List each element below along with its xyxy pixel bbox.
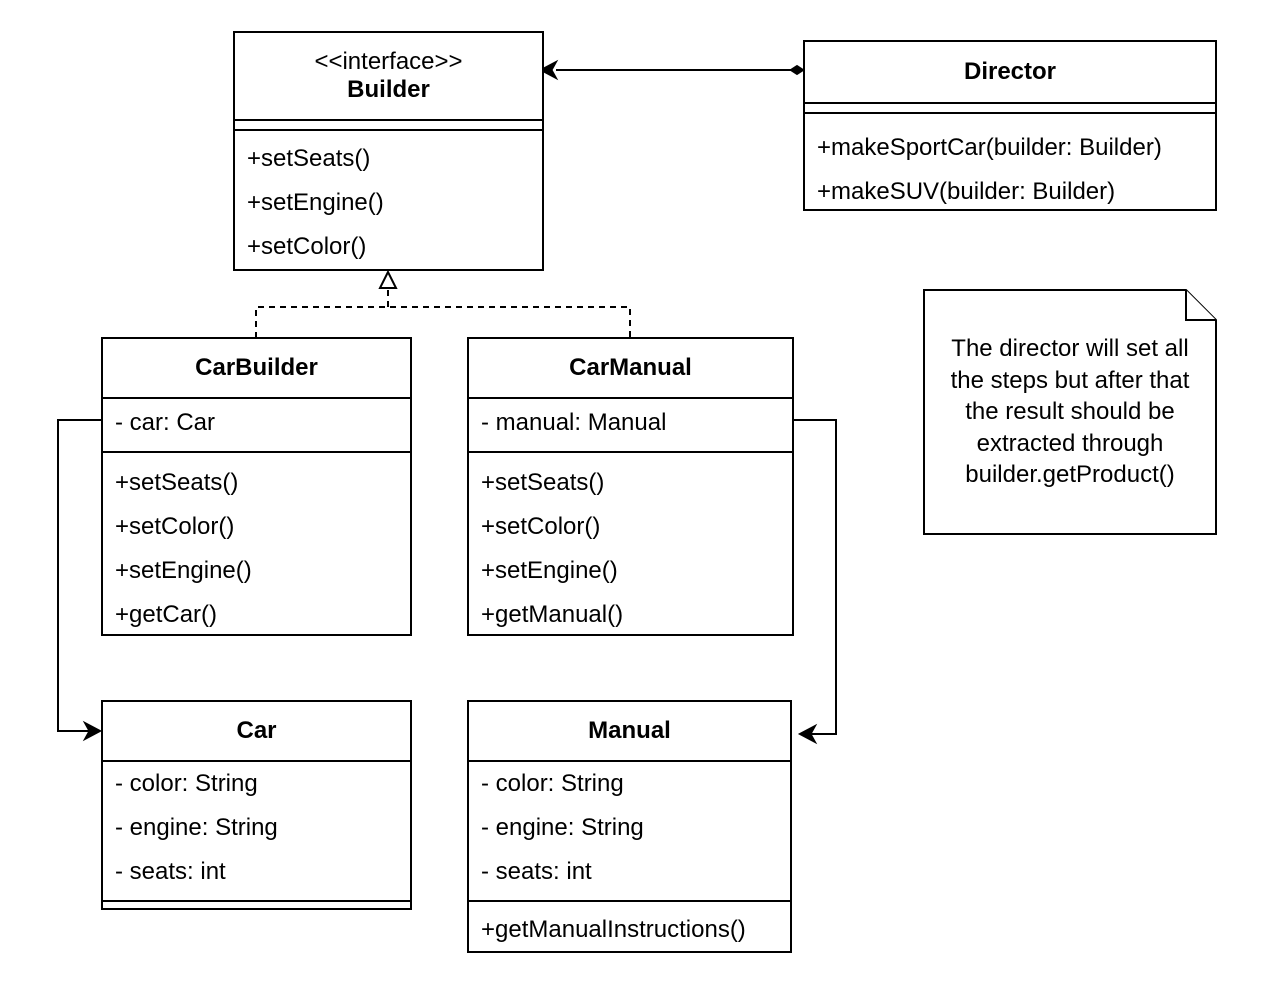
- carmanual-method: +getManual(): [481, 601, 624, 628]
- carbuilder-class-box: CarBuilder - car: Car +setSeats() +setCo…: [101, 337, 412, 636]
- car-methods-section: [103, 902, 410, 908]
- car-attribute: - color: String: [115, 770, 258, 797]
- carbuilder-methods-section: +setSeats() +setColor() +setEngine() +ge…: [103, 453, 410, 637]
- carmanual-methods-section: +setSeats() +setColor() +setEngine() +ge…: [469, 453, 792, 637]
- manual-methods-section: +getManualInstructions(): [469, 902, 790, 952]
- manual-attributes-section: - color: String - engine: String - seats…: [469, 762, 790, 902]
- arrowhead-to-manual: [797, 723, 818, 745]
- director-method: +makeSUV(builder: Builder): [817, 178, 1116, 205]
- manual-header: Manual: [469, 702, 790, 762]
- builder-attributes-section: [235, 121, 542, 131]
- carmanual-method: +setEngine(): [481, 557, 618, 584]
- carbuilder-method: +setSeats(): [115, 469, 239, 496]
- carmanual-attributes-section: - manual: Manual: [469, 399, 792, 453]
- manual-class-box: Manual - color: String - engine: String …: [467, 700, 792, 953]
- car-attribute: - engine: String: [115, 814, 278, 841]
- car-attribute: - seats: int: [115, 858, 226, 885]
- carbuilder-car-association: [57, 419, 102, 732]
- car-name: Car: [236, 717, 277, 744]
- note-shape: [923, 289, 1217, 535]
- carbuilder-method: +setEngine(): [115, 557, 252, 584]
- builder-header: <<interface>> Builder: [235, 33, 542, 121]
- car-attributes-section: - color: String - engine: String - seats…: [103, 762, 410, 902]
- car-header: Car: [103, 702, 410, 762]
- builder-method: +setEngine(): [247, 189, 384, 216]
- manual-method: +getManualInstructions(): [481, 916, 746, 943]
- realization-triangle: [378, 269, 398, 289]
- note-line: the result should be: [965, 398, 1175, 425]
- note-line: extracted through: [976, 429, 1164, 457]
- carbuilder-method: +getCar(): [115, 601, 218, 628]
- manual-name: Manual: [588, 717, 671, 744]
- carmanual-class-box: CarManual - manual: Manual +setSeats() +…: [467, 337, 794, 636]
- carbuilder-name: CarBuilder: [195, 354, 318, 381]
- builder-method: +setSeats(): [247, 145, 371, 172]
- carmanual-method: +setColor(): [481, 513, 601, 540]
- carbuilder-attribute: - car: Car: [115, 409, 216, 436]
- director-header: Director: [805, 42, 1215, 104]
- carbuilder-method: +setColor(): [115, 513, 235, 540]
- carmanual-attribute: - manual: Manual: [481, 409, 667, 436]
- manual-attribute: - seats: int: [481, 858, 592, 885]
- manual-attribute: - engine: String: [481, 814, 644, 841]
- director-class-box: Director +makeSportCar(builder: Builder)…: [803, 40, 1217, 211]
- carmanual-header: CarManual: [469, 339, 792, 399]
- carmanual-method: +setSeats(): [481, 469, 605, 496]
- note-fold: [1185, 290, 1216, 321]
- builder-method: +setColor(): [247, 233, 367, 260]
- carbuilder-realization-line: [255, 306, 631, 338]
- aggregation-diamond: [789, 64, 805, 76]
- builder-methods-section: +setSeats() +setEngine() +setColor(): [235, 131, 542, 269]
- director-methods-section: +makeSportCar(builder: Builder) +makeSUV…: [805, 114, 1215, 214]
- note-text: The director will set all the steps but …: [923, 333, 1217, 491]
- builder-stereotype: <<interface>>: [314, 48, 463, 75]
- note-line: The director will set all: [951, 335, 1189, 362]
- director-method: +makeSportCar(builder: Builder): [817, 134, 1162, 161]
- manual-attribute: - color: String: [481, 770, 624, 797]
- builder-name: Builder: [347, 76, 430, 103]
- director-name: Director: [963, 58, 1057, 85]
- car-class-box: Car - color: String - engine: String - s…: [101, 700, 412, 910]
- carbuilder-attributes-section: - car: Car: [103, 399, 410, 453]
- note-line: the steps but after that: [950, 366, 1190, 394]
- carbuilder-header: CarBuilder: [103, 339, 410, 399]
- note-line: builder.getProduct(): [965, 461, 1175, 488]
- builder-interface-box: <<interface>> Builder +setSeats() +setEn…: [233, 31, 544, 271]
- carmanual-manual-association: [793, 419, 837, 735]
- arrowhead-to-car: [82, 720, 103, 742]
- arrowhead-to-builder: [538, 59, 559, 81]
- carmanual-name: CarManual: [569, 354, 692, 381]
- director-attributes-section: [805, 104, 1215, 114]
